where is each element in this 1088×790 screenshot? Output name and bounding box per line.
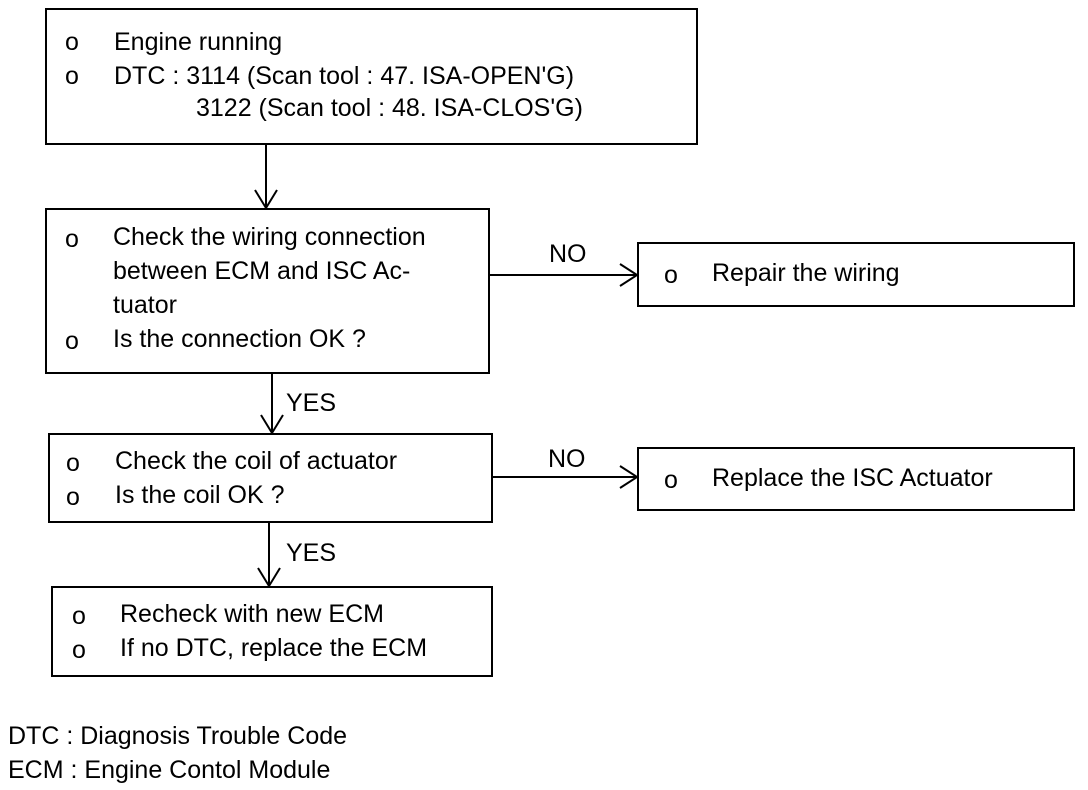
bullet: o bbox=[664, 466, 678, 494]
box2-line2: between ECM and ISC Ac- bbox=[113, 257, 411, 285]
bullet: o bbox=[66, 449, 80, 477]
bullet: o bbox=[65, 327, 79, 355]
box5-line1: Replace the ISC Actuator bbox=[712, 464, 993, 492]
coil-check-box bbox=[48, 433, 493, 523]
box1-line3: 3122 (Scan tool : 48. ISA-CLOS'G) bbox=[196, 94, 583, 122]
legend-dtc: DTC : Diagnosis Trouble Code bbox=[8, 722, 348, 750]
box4-line2: Is the coil OK ? bbox=[115, 481, 285, 509]
box1-line2: DTC : 3114 (Scan tool : 47. ISA-OPEN'G) bbox=[114, 62, 575, 90]
no-label: NO bbox=[548, 445, 586, 473]
bullet: o bbox=[65, 28, 79, 56]
bullet: o bbox=[65, 225, 79, 253]
box2-line1: Check the wiring connection bbox=[113, 223, 426, 251]
repair-wiring-box bbox=[637, 242, 1075, 307]
box1-line1: Engine running bbox=[114, 28, 283, 56]
replace-actuator-box bbox=[637, 447, 1075, 511]
wiring-check-box bbox=[45, 208, 490, 374]
bullet: o bbox=[664, 261, 678, 289]
box4-line1: Check the coil of actuator bbox=[115, 447, 398, 475]
no-label: NO bbox=[549, 240, 587, 268]
box3-line1: Repair the wiring bbox=[712, 259, 900, 287]
bullet: o bbox=[72, 636, 86, 664]
bullet: o bbox=[66, 483, 80, 511]
recheck-ecm-box bbox=[51, 586, 493, 677]
box2-line4: Is the connection OK ? bbox=[113, 325, 366, 353]
yes-label: YES bbox=[286, 539, 337, 567]
bullet: o bbox=[72, 602, 86, 630]
bullet: o bbox=[65, 62, 79, 90]
box6-line1: Recheck with new ECM bbox=[120, 600, 384, 628]
legend-ecm: ECM : Engine Contol Module bbox=[8, 756, 331, 784]
box2-line3: tuator bbox=[113, 291, 177, 319]
yes-label: YES bbox=[286, 389, 337, 417]
box6-line2: If no DTC, replace the ECM bbox=[120, 634, 428, 662]
start-box bbox=[45, 8, 698, 145]
